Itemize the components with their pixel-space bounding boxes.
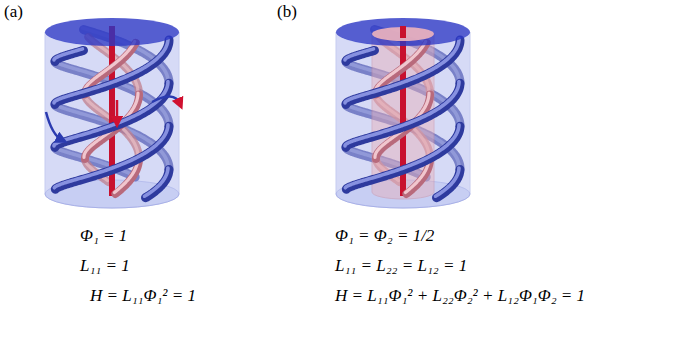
cylinder-b bbox=[336, 18, 470, 208]
equation: H = L₁₁Φ₁² = 1 bbox=[90, 286, 196, 306]
panel-label: (a) bbox=[4, 2, 23, 22]
helix-highlight bbox=[145, 168, 168, 196]
equation: Φ₁ = Φ₂ = 1/2 bbox=[335, 226, 434, 246]
field-arrow bbox=[116, 100, 119, 122]
helix-highlight bbox=[345, 82, 459, 146]
helix-highlight bbox=[345, 39, 459, 103]
cylinder-top bbox=[45, 18, 179, 46]
cylinder-top bbox=[336, 18, 470, 46]
equation: L₁₁ = 1 bbox=[80, 256, 130, 276]
equation: Φ₁ = 1 bbox=[80, 226, 127, 246]
panel-label: (b) bbox=[277, 2, 297, 22]
helix-highlight bbox=[436, 168, 459, 196]
rotation-arrow bbox=[46, 112, 62, 140]
rod-top bbox=[400, 26, 406, 38]
helix-highlight bbox=[54, 39, 168, 103]
helix-highlight bbox=[54, 49, 83, 60]
inner-top bbox=[372, 27, 434, 41]
helix-highlight bbox=[345, 125, 459, 188]
helix-highlight bbox=[54, 82, 168, 146]
helix-highlight bbox=[345, 49, 374, 60]
helix-highlight bbox=[54, 125, 168, 188]
equation: H = L₁₁Φ₁² + L₂₂Φ₂² + L₁₂Φ₁Φ₂ = 1 bbox=[335, 286, 585, 306]
rotation-arrow bbox=[152, 96, 180, 104]
equation: L₁₁ = L₂₂ = L₁₂ = 1 bbox=[335, 256, 467, 276]
cylinder-a bbox=[45, 18, 180, 208]
